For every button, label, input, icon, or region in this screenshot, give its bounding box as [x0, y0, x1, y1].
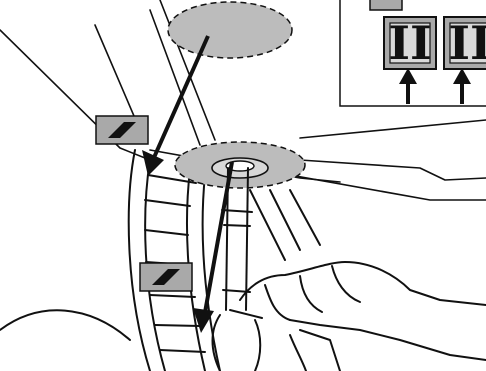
inset-mark-label-1: II: [388, 16, 431, 70]
upper-highlight-oval: [168, 2, 292, 58]
hand-with-wrench: [213, 262, 486, 371]
inset-small-block: [370, 0, 402, 10]
brake-pad-symbol-icon: [96, 116, 148, 144]
inset-mark-label-2: II: [448, 16, 486, 70]
left-wheel-arc: [0, 310, 130, 340]
brake-pad-symbol-icon: [140, 263, 192, 291]
inset-panel: II II: [340, 0, 486, 106]
